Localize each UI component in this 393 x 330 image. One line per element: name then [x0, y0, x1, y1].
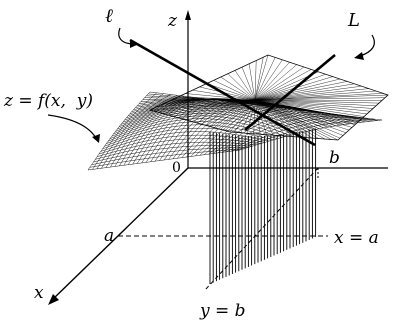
x-axis — [52, 168, 188, 300]
y-equals-b-label: y = b — [199, 301, 246, 321]
tangent-line-ell — [130, 40, 315, 145]
surface-pointer-arrow — [48, 115, 96, 138]
x-equals-a-label: x = a — [334, 228, 379, 248]
z-axis-label: z — [167, 11, 178, 31]
z-axis-arrowhead — [185, 10, 191, 20]
vertical-slice-lines — [210, 129, 316, 284]
L-label: L — [347, 10, 360, 31]
origin-label: 0 — [172, 160, 181, 176]
ell-label: ℓ — [105, 5, 113, 27]
surface-label: z = f(x, y) — [3, 91, 93, 111]
tangent-plane — [150, 55, 388, 140]
x-axis-label: x — [34, 283, 44, 303]
a-label: a — [104, 226, 114, 246]
b-label: b — [329, 148, 340, 168]
